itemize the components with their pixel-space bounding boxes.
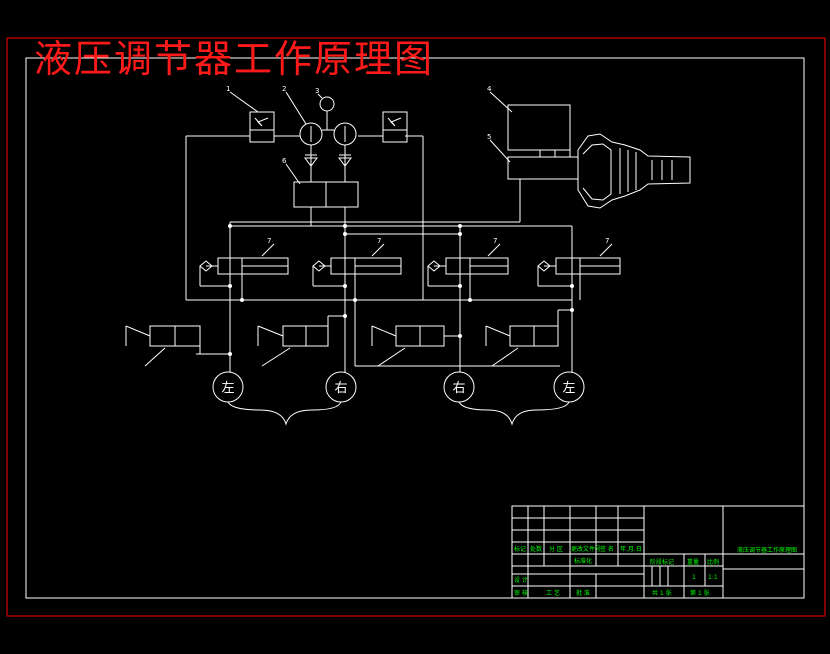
part-number-4: 4: [487, 85, 492, 93]
part-number-3: 3: [315, 87, 319, 95]
tb-date: 年.月.日: [620, 545, 642, 553]
part-number-7d: 7: [605, 237, 609, 245]
brake-booster: [577, 133, 691, 209]
part-number-7c: 7: [493, 237, 497, 245]
tb-signature: 签 名: [600, 545, 614, 553]
check-valve: [304, 157, 318, 167]
motor: [319, 96, 335, 112]
hydraulic-schematic: [125, 91, 691, 426]
outlet-valve-fl: [125, 325, 201, 367]
outlet-valve-fr: [257, 316, 329, 367]
check-valve: [338, 157, 352, 167]
wheel-label-front-right: 右: [334, 381, 347, 396]
tb-drawing-name: 液压调节器工作原理图: [737, 546, 797, 554]
inlet-valve-rr: [537, 243, 621, 275]
title-block-text: 标记 处数 分 区 更改文件号 签 名 年.月.日 标准化 设 计 审 核 工 …: [514, 545, 797, 597]
outlet-valve-rr: [485, 310, 559, 367]
inlet-valve-rl: [427, 243, 509, 275]
accumulator-right: [382, 111, 408, 143]
inlet-valve-fr: [312, 243, 402, 275]
wheel-label-rear-right: 左: [562, 381, 575, 396]
outer-frame: [6, 37, 826, 617]
tb-approve: 批 准: [576, 589, 590, 597]
master-cylinder-4: [507, 104, 571, 151]
tb-zone: 分 区: [549, 545, 563, 553]
part-number-7b: 7: [377, 237, 381, 245]
junction-dots: [228, 224, 574, 356]
accumulator-left: [249, 111, 275, 143]
tb-review: 审 核: [514, 589, 528, 597]
tb-design: 设 计: [514, 576, 528, 584]
brace-front: [227, 401, 342, 426]
part-number-7a: 7: [267, 237, 271, 245]
wheel-label-front-left: 左: [221, 381, 234, 396]
part-numbers: 1 2 3 4 5 6 7 7 7 7: [226, 85, 609, 245]
tb-standardization: 标准化: [574, 557, 592, 565]
tb-sheets-total: 共 1 张: [652, 589, 672, 597]
part-number-2: 2: [282, 85, 286, 93]
tb-change-doc: 更改文件号: [571, 545, 601, 553]
part-number-5: 5: [487, 133, 491, 141]
tb-process: 工 艺: [546, 589, 560, 597]
outlet-valve-rl: [371, 325, 445, 367]
tb-scale-value: 1:1: [708, 574, 718, 581]
page-title: 液压调节器工作原理图: [34, 37, 435, 81]
part-number-1: 1: [226, 85, 230, 93]
brace-rear: [458, 401, 570, 426]
part-number-6: 6: [282, 157, 287, 165]
tb-stage-mark: 阶段标记: [650, 558, 674, 566]
wheel-labels: 左 右 右 左: [221, 381, 575, 396]
master-cylinder-5: [507, 156, 579, 180]
inlet-valve-fl: [199, 243, 289, 275]
tb-weight-value: 1: [692, 574, 696, 581]
wheel-label-rear-left: 右: [452, 381, 465, 396]
tb-scale: 比例: [707, 558, 719, 566]
tb-mark: 标记: [514, 545, 526, 553]
inner-frame: [25, 57, 805, 599]
tb-sheet-no: 第 1 张: [690, 589, 710, 597]
tb-weight: 重量: [687, 558, 699, 566]
tb-count: 处数: [530, 545, 542, 553]
title-block: [511, 505, 805, 599]
